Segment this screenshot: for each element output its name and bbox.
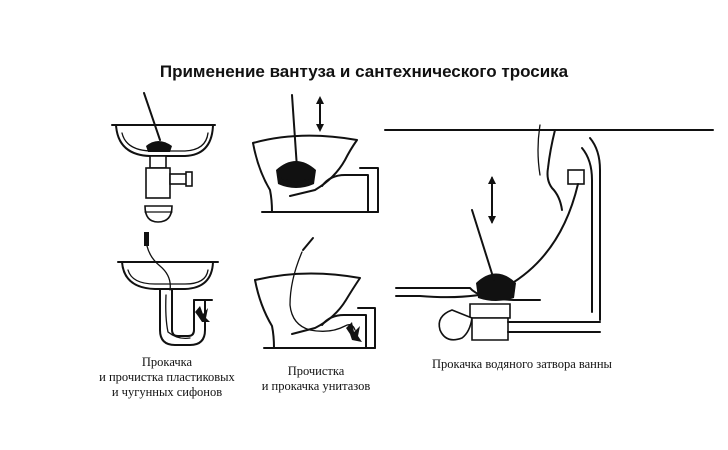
caption-toilet-line-2: и прокачка унитазов [261,379,371,393]
caption-sink-line-3: и чугунных сифонов [111,385,223,399]
toilet-cable-illustration [254,237,376,349]
caption-sink-line-2: и прочистка пластиковых [99,370,235,384]
caption-bath: Прокачка водяного затвора ванны [432,357,612,371]
sink-cable-illustration [117,232,219,346]
sink-plunger-illustration [111,92,216,223]
bathtub-illustration [384,124,714,341]
caption-sink-line-1: Прокачка [141,355,193,369]
caption-toilet-line-1: Прочистка [287,364,345,378]
diagram-title: Применение вантуза и сантехнического тро… [159,62,569,81]
caption-sink: Прокачка и прочистка пластиковых и чугун… [78,355,256,400]
toilet-plunger-illustration [252,94,379,213]
caption-toilet: Прочистка и прокачка унитазов [248,364,384,394]
